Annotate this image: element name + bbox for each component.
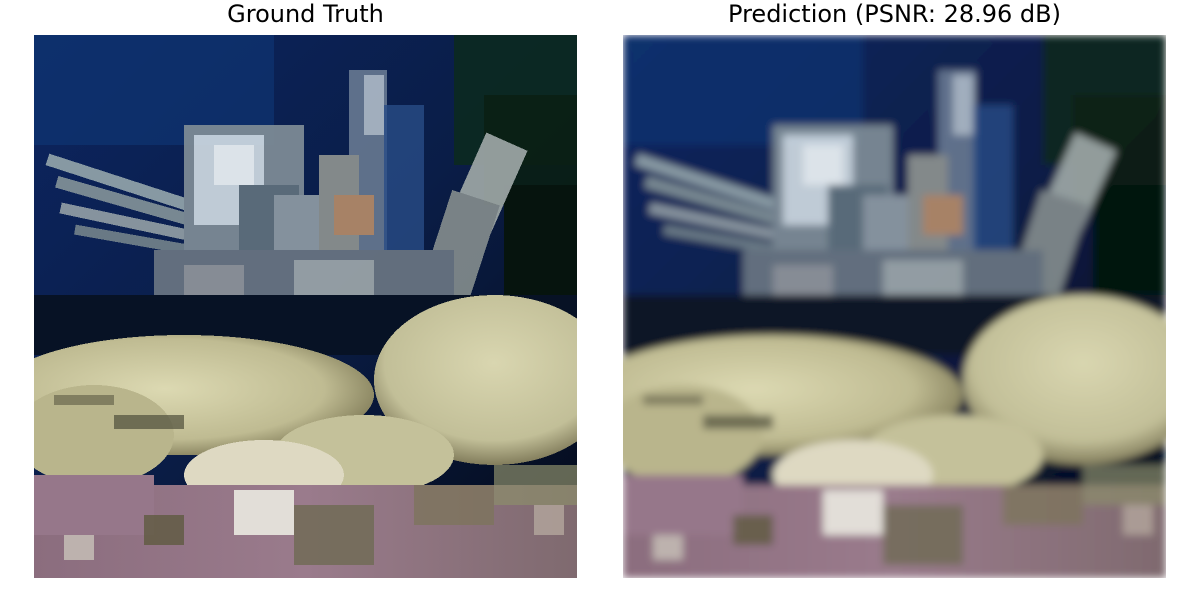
prediction-image: [623, 35, 1166, 578]
prediction-panel: Prediction (PSNR: 28.96 dB): [623, 0, 1166, 600]
ground-truth-panel: Ground Truth: [34, 0, 577, 600]
ground-truth-image: [34, 35, 577, 578]
ground-truth-title: Ground Truth: [227, 0, 384, 28]
prediction-title: Prediction (PSNR: 28.96 dB): [728, 0, 1061, 28]
